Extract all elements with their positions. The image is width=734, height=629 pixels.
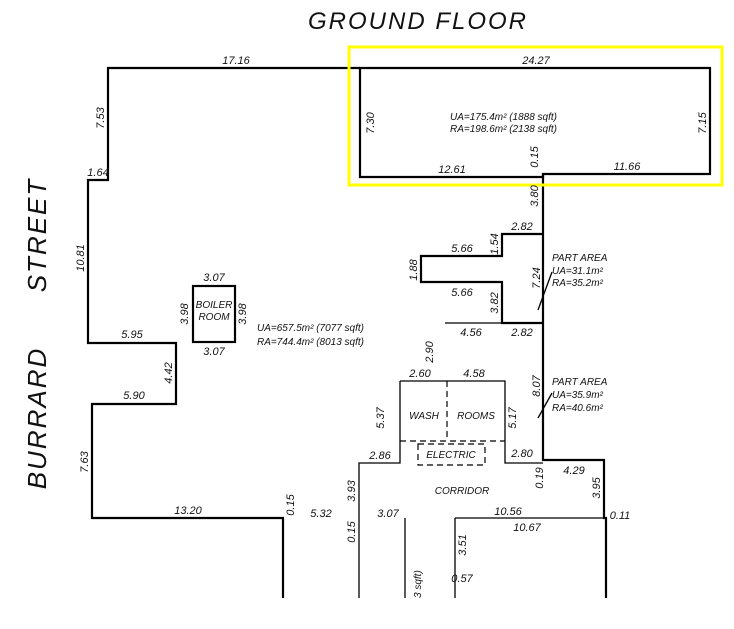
- dim-label: 0.15: [285, 493, 297, 515]
- street-label-name: BURRARD: [22, 347, 52, 490]
- electric-label: ELECTRIC: [426, 450, 476, 461]
- main-ua: UA=657.5m² (7077 sqft): [257, 323, 364, 334]
- dim-label: 3.93: [346, 479, 358, 501]
- dim-label: 5.66: [451, 287, 473, 299]
- dim-label: 4.29: [563, 465, 584, 477]
- dim-label: 13.20: [174, 505, 202, 517]
- corridor-wall-right: [454, 517, 604, 598]
- dim-label: 0.57: [451, 573, 473, 585]
- top-ua: UA=175.4m² (1888 sqft): [450, 112, 557, 123]
- dim-label: 2.82: [510, 221, 532, 233]
- dim-label: 3.80: [529, 184, 541, 206]
- dim-label: 3.95: [591, 476, 603, 498]
- dim-label: 1.64: [87, 167, 108, 179]
- dim-label: 2.82: [510, 327, 532, 339]
- part-area-leader-1: [537, 271, 553, 311]
- dim-label: 11.66: [614, 161, 642, 173]
- dim-label: 5.66: [451, 243, 473, 255]
- dim-label: 3.07: [203, 272, 225, 284]
- boiler-label-2: ROOM: [198, 312, 230, 323]
- boiler-label-1: BOILER: [196, 300, 233, 311]
- dim-label: 1.54: [489, 233, 501, 254]
- dim-label: 5.37: [375, 406, 387, 428]
- dim-label: 0.11: [610, 510, 631, 522]
- part-area-1-ra: RA=35.2m²: [552, 278, 604, 289]
- outer-wall-east: [541, 174, 608, 598]
- dim-label: 10.67: [513, 522, 541, 534]
- dim-label: 3.82: [489, 292, 501, 313]
- core-wall-upper: [419, 232, 543, 325]
- dim-label: 7.53: [95, 106, 107, 128]
- dim-label: 3.07: [203, 346, 225, 358]
- dim-label: 7.24: [531, 267, 543, 288]
- dim-label: 3.07: [377, 508, 399, 520]
- part-area-1-title: PART AREA: [552, 253, 608, 264]
- dim-label: 10.56: [494, 506, 522, 518]
- electric-room: [417, 443, 486, 466]
- part-area-2-ua: UA=35.9m²: [552, 390, 604, 401]
- wash-label: WASH: [409, 411, 440, 422]
- part-area-2-ra: RA=40.6m²: [552, 403, 604, 414]
- dim-label: 0.19: [534, 467, 546, 488]
- dim-label: 4.58: [463, 368, 485, 380]
- dim-label: 8.07: [531, 374, 543, 396]
- dim-label: 3.51: [457, 534, 469, 555]
- dim-label: 0.15: [346, 520, 358, 542]
- dim-label: 5.32: [310, 508, 331, 520]
- dim-label: 3.98: [179, 302, 191, 324]
- dim-label: 7.63: [79, 450, 91, 472]
- highlight-box: [347, 45, 724, 187]
- dim-label: 2.86: [368, 450, 391, 462]
- dim-label: 4.56: [460, 327, 482, 339]
- dim-label: 7.15: [697, 111, 709, 133]
- dim-label: 5.95: [121, 329, 143, 341]
- corridor-label: CORRIDOR: [435, 486, 489, 497]
- part-area-2-title: PART AREA: [552, 377, 608, 388]
- top-ra: RA=198.6m² (2138 sqft): [450, 124, 557, 135]
- dim-label: 0.15: [529, 145, 541, 167]
- dim-label: 7.30: [365, 111, 377, 133]
- main-ra: RA=744.4m² (8013 sqft): [257, 337, 364, 348]
- part-area-1-ua: UA=31.1m²: [552, 266, 604, 277]
- dim-label: 4.42: [163, 362, 175, 383]
- dim-label: 1.88: [408, 258, 420, 280]
- dim-label: 2.90: [424, 340, 436, 363]
- dim-label: 10.81: [75, 244, 87, 272]
- dim-label: 5.90: [123, 390, 145, 402]
- dim-label: 12.61: [438, 164, 466, 176]
- dim-label: 17.16: [222, 55, 250, 67]
- rooms-label: ROOMS: [457, 411, 495, 422]
- dim-label: 3.98: [237, 302, 249, 324]
- dim-label: 24.27: [521, 55, 550, 67]
- washroom-block: [358, 380, 543, 598]
- partial-sqft-label: 3 sqft): [413, 570, 424, 598]
- street-label: STREET: [22, 178, 52, 293]
- plan-title: GROUND FLOOR: [308, 8, 528, 35]
- part-area-leader-2: [537, 392, 553, 419]
- dim-label: 2.80: [510, 448, 533, 460]
- outer-wall-west: [86, 66, 360, 598]
- dim-label: 2.60: [408, 368, 431, 380]
- dim-label: 5.17: [507, 406, 519, 428]
- boiler-room: [191, 284, 237, 344]
